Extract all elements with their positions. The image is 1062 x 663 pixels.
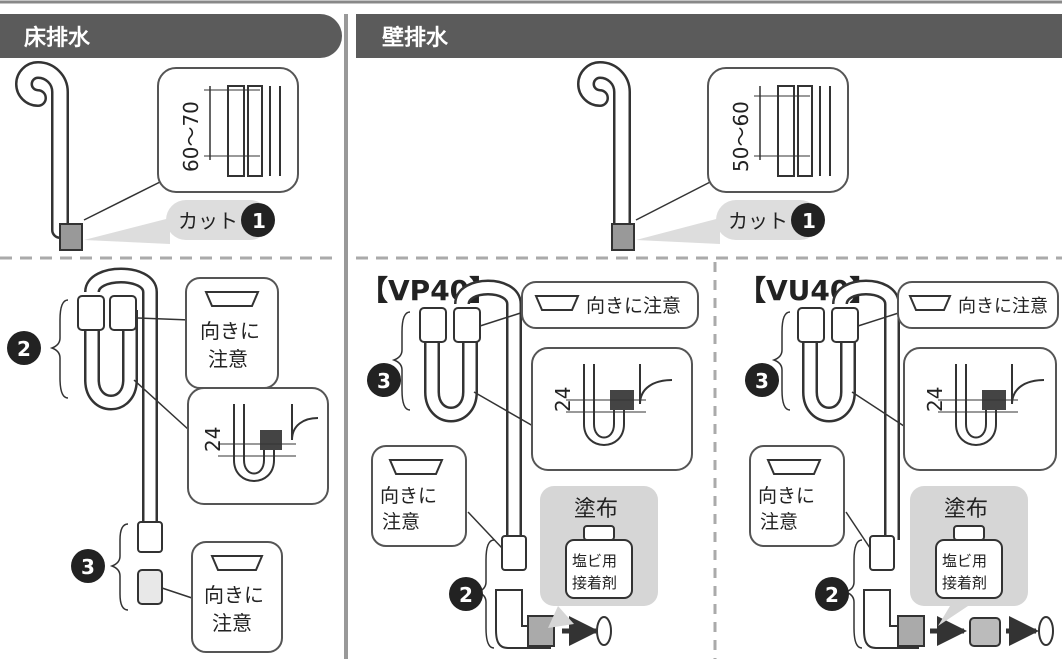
wall-header-title: 壁排水 xyxy=(382,25,449,51)
wall-cut-label: カット xyxy=(728,209,788,233)
wall-dim-balloon: 50～60 xyxy=(707,67,849,193)
floor-header-title: 床排水 xyxy=(24,25,91,51)
vu-glue-panel: 塗布 塩ビ用 接着剤 xyxy=(910,486,1028,626)
vp-num3-circle xyxy=(367,363,401,397)
vu-dim24-balloon: 24 xyxy=(903,347,1057,471)
vu-caution-left-line1: 向きに xyxy=(758,485,815,507)
floor-caution-a-balloon: 向きに 注意 xyxy=(185,277,279,389)
orientation-icon xyxy=(908,295,952,311)
floor-dim-pointer xyxy=(83,177,169,221)
vp-num2-circle xyxy=(449,577,483,611)
orientation-icon xyxy=(766,459,822,475)
vu-glue-line2: 接着剤 xyxy=(942,574,987,592)
floor-header-bar xyxy=(0,14,342,58)
vp-dim24-pointer xyxy=(473,391,541,431)
floor-dim24-label: 24 xyxy=(201,427,225,452)
vu-caution-top-balloon: 向きに注意 xyxy=(897,281,1059,329)
vp-apply-label: 塗布 xyxy=(574,497,618,522)
vu-caution-left-pointer xyxy=(845,511,871,549)
orientation-icon xyxy=(210,555,264,571)
vp-caution-left-line1: 向きに xyxy=(380,485,437,507)
vp-num2: 2 xyxy=(459,583,473,607)
vp-dim24-balloon: 24 xyxy=(531,347,693,471)
floor-num3: 3 xyxy=(81,555,95,579)
floor-caution-a-line2: 注意 xyxy=(208,347,248,371)
vp-glue-panel: 塗布 塩ビ用 接着剤 xyxy=(540,486,658,628)
floor-cut-number: 1 xyxy=(252,209,266,233)
floor-num3-circle xyxy=(71,549,105,583)
floor-caution-b-line2: 注意 xyxy=(212,611,252,635)
vp-caution-top-text: 向きに注意 xyxy=(586,295,681,317)
wall-j-pipe xyxy=(577,60,635,251)
vu-num3-circle xyxy=(745,363,779,397)
vu-apply-label: 塗布 xyxy=(944,497,988,522)
floor-caution-b-balloon: 向きに 注意 xyxy=(191,541,283,653)
vp-dim24-label: 24 xyxy=(551,387,575,412)
wall-cut-badge: カット 1 xyxy=(716,200,825,240)
vu-caution-top-text: 向きに注意 xyxy=(958,296,1048,317)
vp-caution-left-line2: 注意 xyxy=(382,511,420,533)
floor-dim24-balloon: 24 xyxy=(187,387,329,505)
vu-num3: 3 xyxy=(755,369,769,393)
vu-dim24-label: 24 xyxy=(923,387,947,412)
wall-dim-pointer xyxy=(635,177,719,221)
orientation-icon xyxy=(204,291,260,307)
vu-brace-3 xyxy=(771,311,791,411)
floor-num2-circle xyxy=(7,331,41,365)
floor-cut-pointer xyxy=(84,218,170,244)
floor-brace-3 xyxy=(109,523,129,611)
floor-caution-a-pointer xyxy=(137,317,191,321)
floor-cut-label: カット xyxy=(178,209,238,233)
vu-glue-line1: 塩ビ用 xyxy=(942,552,987,570)
vu-num2: 2 xyxy=(825,583,839,607)
floor-cut-badge: カット 1 xyxy=(166,200,275,240)
orientation-icon xyxy=(534,295,580,311)
vp-trap-assembly xyxy=(419,279,612,649)
vp-caution-top-balloon: 向きに注意 xyxy=(521,281,699,329)
vp-brace-3 xyxy=(391,311,411,411)
floor-dim-balloon: 60～70 xyxy=(157,67,299,193)
wall-header-bar xyxy=(356,14,1062,58)
vp-glue-line1: 塩ビ用 xyxy=(572,552,617,570)
orientation-icon xyxy=(388,459,444,475)
vp-num3: 3 xyxy=(377,369,391,393)
vu-caution-left-balloon: 向きに 注意 xyxy=(749,445,845,547)
floor-num2: 2 xyxy=(17,337,31,361)
floor-trap-assembly xyxy=(77,267,163,605)
floor-j-pipe xyxy=(15,60,83,251)
floor-caution-a-line1: 向きに xyxy=(200,319,260,343)
wall-cut-number: 1 xyxy=(802,209,816,233)
floor-dim-label: 60～70 xyxy=(179,101,203,172)
floor-brace-2 xyxy=(49,299,69,399)
vu-caution-left-line2: 注意 xyxy=(760,511,798,533)
vp-caution-left-balloon: 向きに 注意 xyxy=(371,445,467,547)
wall-dim-label: 50～60 xyxy=(729,101,753,172)
vp-glue-line2: 接着剤 xyxy=(572,574,617,592)
vu-dim24-pointer xyxy=(851,391,911,431)
vp-caution-left-pointer xyxy=(467,511,503,549)
wall-cut-pointer xyxy=(636,218,720,244)
vu-trap-assembly xyxy=(797,279,1054,649)
floor-caution-b-line1: 向きに xyxy=(204,583,264,607)
vu-num2-circle xyxy=(815,577,849,611)
